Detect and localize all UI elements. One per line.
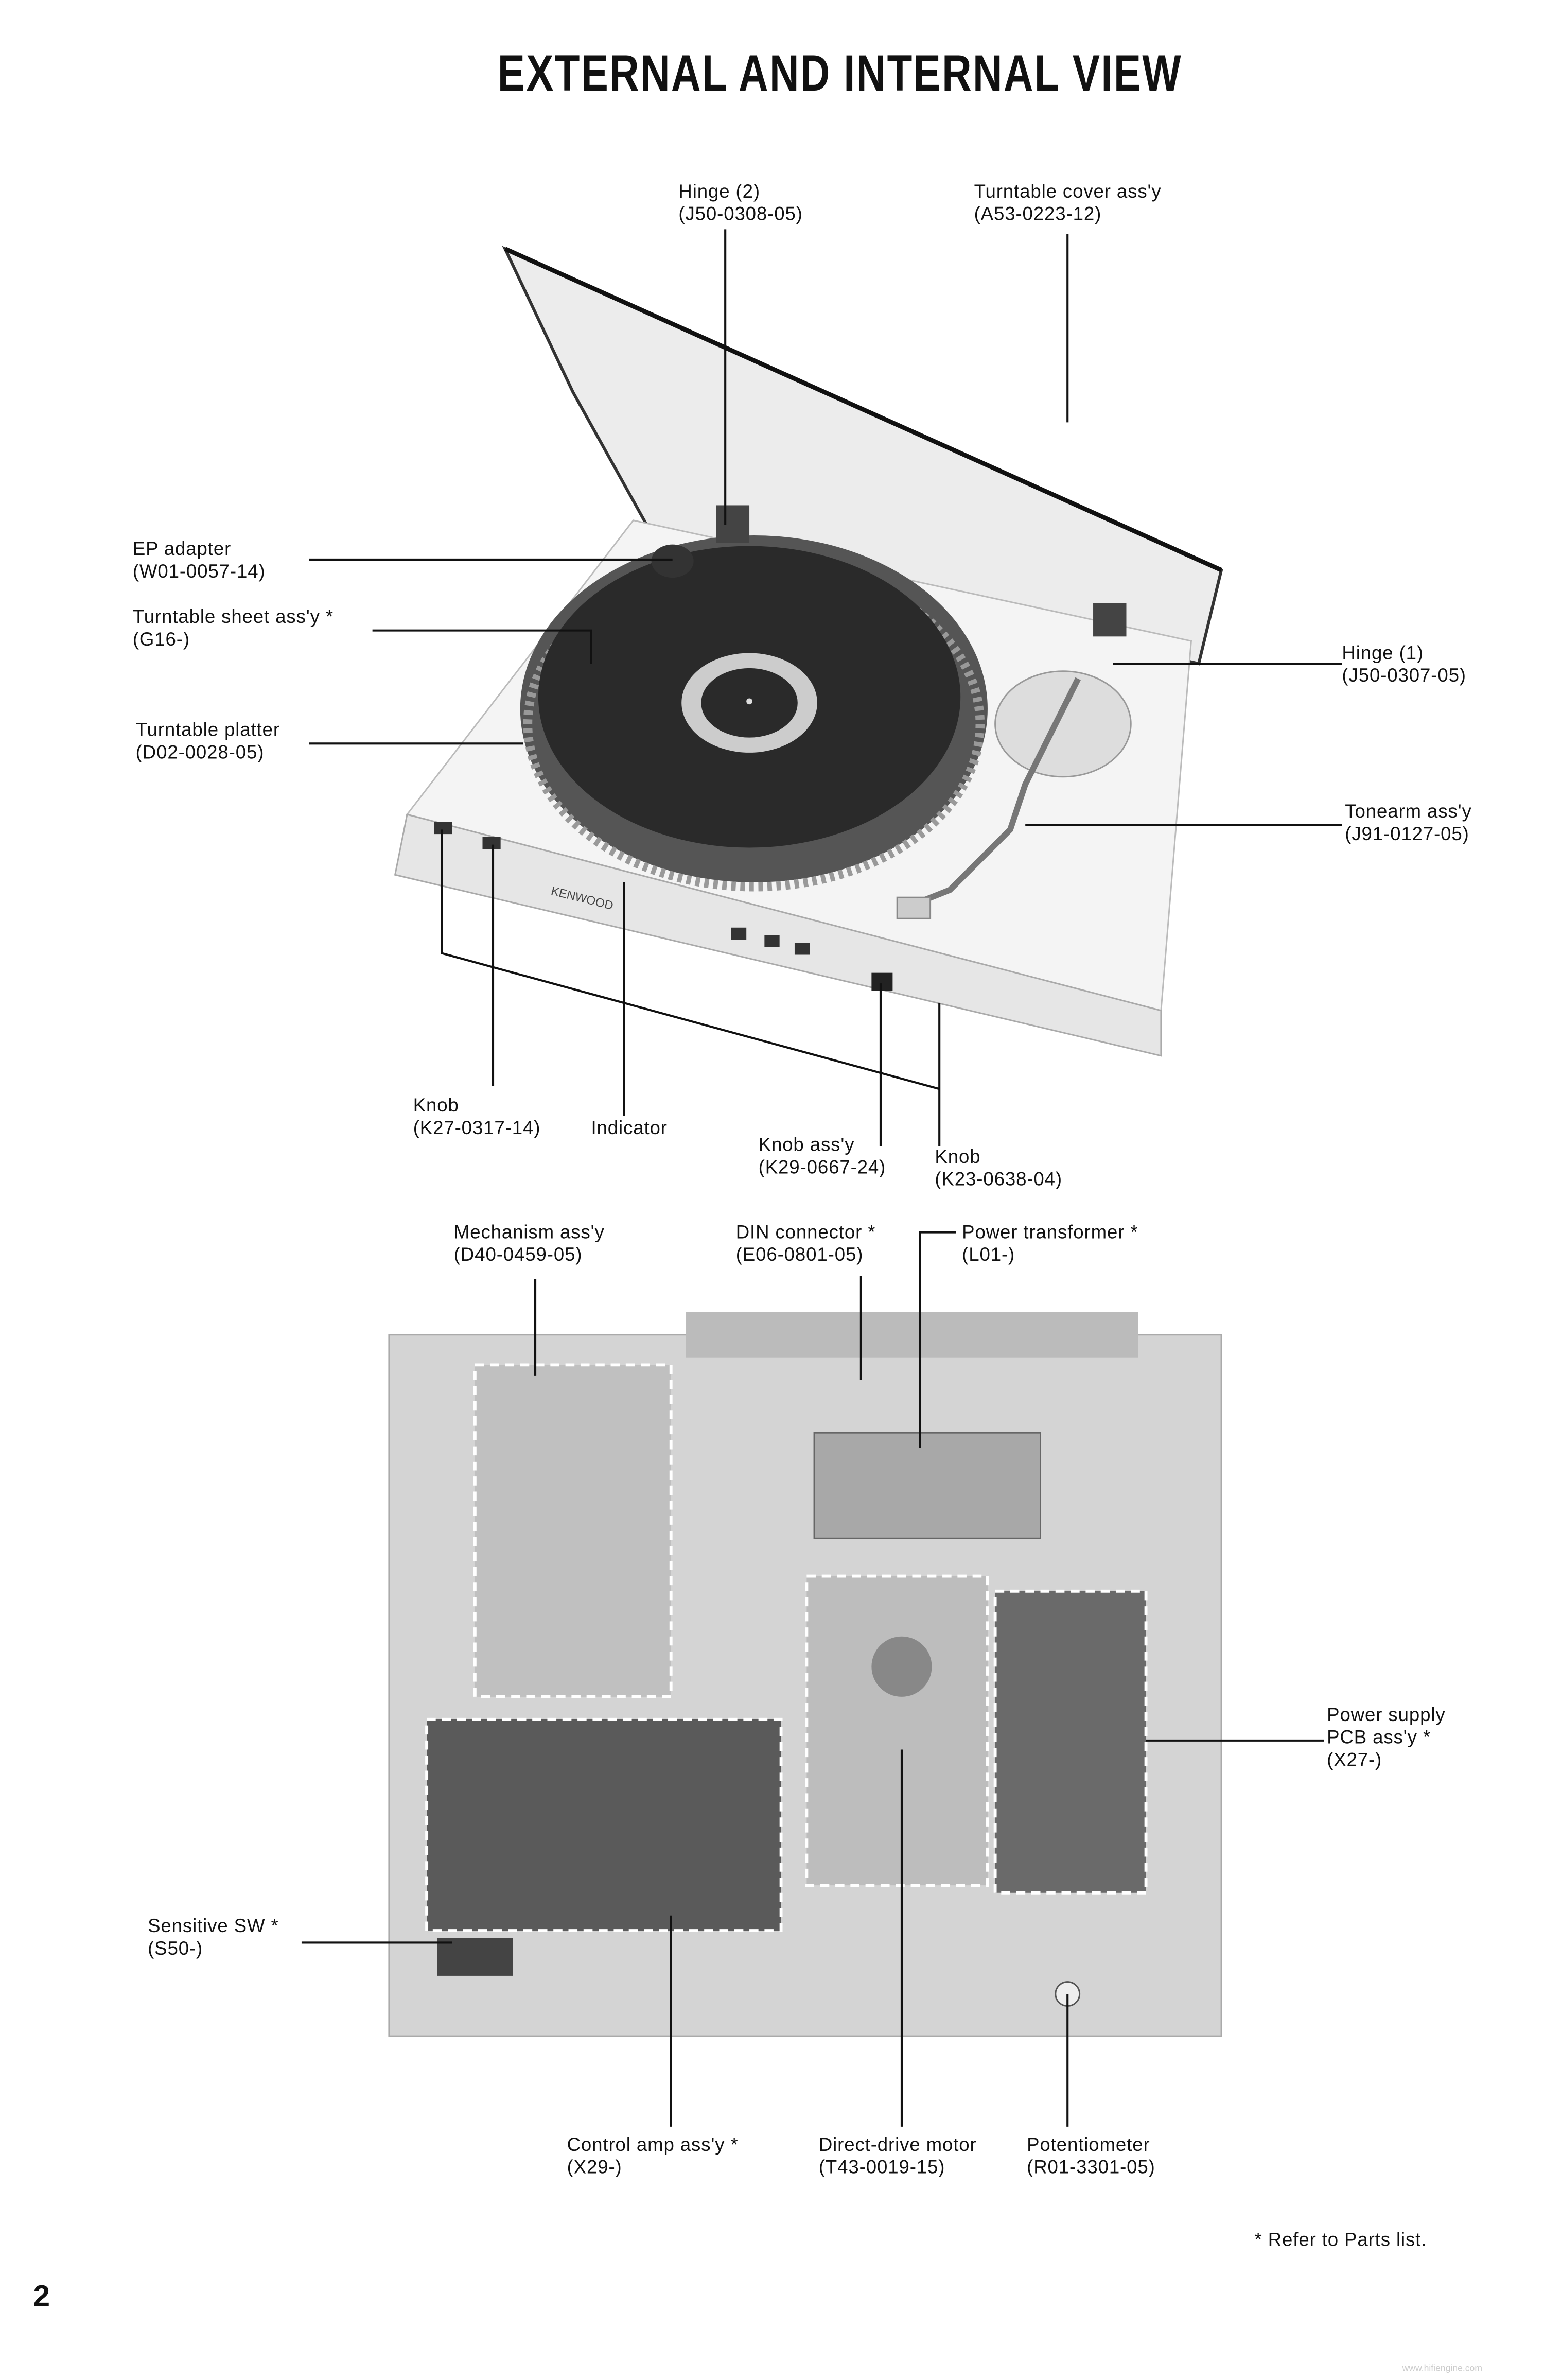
turntable-photo: KENWOOD [394,246,1223,1057]
internal-leader-lines [301,1231,1324,2127]
part-number: (E06-0801-05) [735,1244,864,1266]
label-name: DIN connector * [735,1222,876,1243]
tonearm-base [994,670,1132,778]
cover-edge [504,247,1222,572]
button-1 [731,927,747,940]
label-name: Potentiometer [1027,2134,1150,2156]
part-number: (A53-0223-12) [974,203,1102,225]
power-transformer [813,1432,1041,1539]
label-indicator: Indicator [591,1118,667,1140]
page-number: 2 [33,2280,50,2314]
label-potentiometer: Potentiometer(R01-3301-05) [1027,2134,1155,2180]
label-turntable-sheet: Turntable sheet ass'y *(G16-) [133,606,334,652]
label-name: Hinge (1) [1342,642,1424,664]
label-name: EP adapter [132,538,232,560]
label-name: Knob [413,1095,459,1116]
part-number: (J50-0307-05) [1342,665,1466,687]
part-number: (J91-0127-05) [1345,823,1469,845]
internal-photo [388,1312,1222,2037]
label-sensitive-sw: Sensitive SW *(S50-) [148,1916,279,1961]
part-number: (G16-) [132,629,190,650]
hinge-2 [716,505,750,543]
label-name: Knob [935,1146,981,1168]
ep-adapter [651,544,694,578]
knob-left [434,822,452,835]
part-number: (X29-) [567,2157,622,2178]
part-number: (D40-0459-05) [453,1244,583,1266]
part-number: (W01-0057-14) [132,561,266,582]
label-direct-drive-motor: Direct-drive motor(T43-0019-15) [819,2134,977,2180]
spindle [746,698,752,705]
label-ep-adapter: EP adapter(W01-0057-14) [133,538,266,584]
platter-strobe [523,557,985,892]
button-3 [794,943,810,955]
label-tonearm: Tonearm ass'y(J91-0127-05) [1345,801,1471,846]
label-name-2: PCB ass'y * [1327,1727,1431,1748]
label-name: Power transformer * [962,1222,1138,1243]
part-number: (J50-0308-05) [678,203,803,225]
part-number: (D02-0028-05) [135,742,265,763]
label-name: Indicator [591,1117,668,1139]
label-name: Direct-drive motor [818,2134,977,2156]
label-turntable-cover: Turntable cover ass'y(A53-0223-12) [974,181,1162,227]
label-knob-k27: Knob(K27-0317-14) [413,1095,541,1140]
label-turntable-platter: Turntable platter(D02-0028-05) [136,719,280,765]
knob-speed [482,837,501,849]
rear-panel [686,1312,1138,1358]
label-name: Power supply [1327,1704,1446,1726]
part-number: (K23-0638-04) [935,1169,1063,1190]
label-control-amp: Control amp ass'y *(X29-) [567,2134,739,2180]
hinge-1 [1093,603,1127,637]
label-knob-assy: Knob ass'y(K29-0667-24) [759,1134,886,1179]
label-name: Tonearm ass'y [1345,801,1472,822]
label-name: Mechanism ass'y [453,1222,605,1243]
external-leader-lines [309,229,1342,1146]
tonearm [911,677,1081,908]
knob-assy [871,972,893,991]
part-number: (S50-) [148,1938,203,1959]
label-din-connector: DIN connector *(E06-0801-05) [736,1222,876,1267]
control-amp-pcb [425,1717,783,1932]
part-number: (X27-) [1327,1749,1382,1771]
motor-spindle [871,1636,932,1697]
label-mechanism: Mechanism ass'y(D40-0459-05) [454,1222,605,1267]
label-name: Knob ass'y [758,1134,855,1156]
label-power-transformer: Power transformer *(L01-) [962,1222,1138,1267]
label-name: Hinge (2) [678,181,760,202]
power-supply-pcb [993,1589,1148,1895]
label-name: Turntable sheet ass'y * [132,606,334,628]
label-name: Control amp ass'y * [567,2134,739,2156]
part-number: (L01-) [962,1244,1015,1266]
label-name: Turntable platter [135,719,280,741]
mechanism-assy [473,1363,673,1698]
label-name: Sensitive SW * [148,1915,279,1937]
label-hinge-1: Hinge (1)(J50-0307-05) [1342,642,1466,688]
page-title: EXTERNAL AND INTERNAL VIEW [497,45,1182,103]
part-number: (T43-0019-15) [818,2157,945,2178]
label-name: Turntable cover ass'y [974,181,1162,202]
footnote: * Refer to Parts list. [1254,2229,1427,2251]
headshell [896,896,932,919]
part-number: (R01-3301-05) [1027,2157,1155,2178]
watermark: www.hifiengine.com [1402,2365,1482,2374]
part-number: (K29-0667-24) [758,1157,886,1178]
part-number: (K27-0317-14) [413,1117,541,1139]
direct-drive-motor [805,1574,989,1887]
label-hinge-2: Hinge (2)(J50-0308-05) [678,181,802,227]
label-knob-k23: Knob(K23-0638-04) [935,1146,1062,1192]
sensitive-switch [437,1938,513,1976]
button-2 [764,935,780,947]
